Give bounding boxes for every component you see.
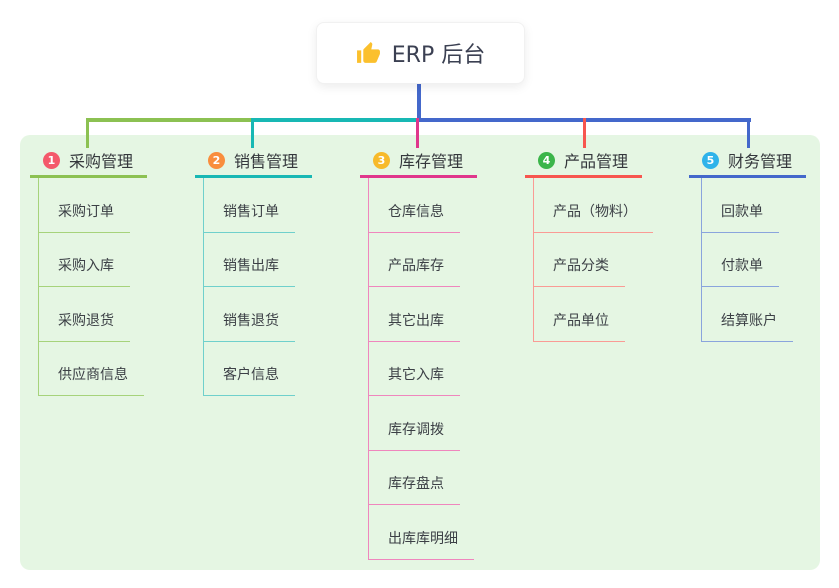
branch-badge-1: 1 (43, 151, 60, 169)
connector-drop-finance (747, 118, 750, 148)
connector-drop-inventory (416, 118, 419, 148)
branch-children-sales: 销售订单销售出库销售退货客户信息 (203, 178, 295, 396)
branch-children-product: 产品（物料）产品分类产品单位 (533, 178, 653, 342)
branch-header-inventory[interactable]: 3 库存管理 (360, 145, 477, 178)
root-node[interactable]: ERP 后台 (316, 22, 525, 84)
child-node[interactable]: 库存调拨 (368, 396, 460, 451)
child-node[interactable]: 结算账户 (701, 287, 793, 342)
child-node[interactable]: 产品单位 (533, 287, 625, 342)
child-node[interactable]: 其它出库 (368, 287, 460, 342)
connector-drop-product (583, 118, 586, 148)
child-node[interactable]: 回款单 (701, 178, 779, 233)
branch-header-sales[interactable]: 2 销售管理 (195, 145, 312, 178)
child-node[interactable]: 销售订单 (203, 178, 295, 233)
branch-title-product: 产品管理 (564, 152, 629, 171)
child-node[interactable]: 采购入库 (38, 232, 130, 287)
branch-title-sales: 销售管理 (234, 152, 299, 171)
child-node[interactable]: 销售出库 (203, 232, 295, 287)
branch-children-inventory: 仓库信息产品库存其它出库其它入库库存调拨库存盘点出库库明细 (368, 178, 474, 560)
child-node[interactable]: 供应商信息 (38, 341, 144, 396)
branch-header-product[interactable]: 4 产品管理 (525, 145, 642, 178)
branch-header-purchase[interactable]: 1 采购管理 (30, 145, 147, 178)
branch-badge-5: 5 (702, 151, 719, 169)
branch-title-inventory: 库存管理 (399, 152, 464, 171)
connector-horizontal-green (86, 118, 254, 122)
branch-children-purchase: 采购订单采购入库采购退货供应商信息 (38, 178, 144, 396)
child-node[interactable]: 产品库存 (368, 232, 460, 287)
connector-drop-purchase (86, 118, 89, 148)
child-node[interactable]: 库存盘点 (368, 450, 460, 505)
child-node[interactable]: 产品（物料） (533, 178, 653, 233)
child-node[interactable]: 采购订单 (38, 178, 130, 233)
branch-badge-4: 4 (538, 151, 555, 169)
child-node[interactable]: 其它入库 (368, 341, 460, 396)
child-node[interactable]: 出库库明细 (368, 505, 474, 560)
connector-drop-sales (251, 118, 254, 148)
child-node[interactable]: 采购退货 (38, 287, 130, 342)
thumbs-up-icon (356, 41, 381, 66)
child-node[interactable]: 销售退货 (203, 287, 295, 342)
root-title: ERP 后台 (391, 43, 486, 68)
branch-badge-3: 3 (373, 151, 390, 169)
child-node[interactable]: 产品分类 (533, 232, 625, 287)
connector-horizontal-teal (253, 118, 418, 122)
child-node[interactable]: 付款单 (701, 232, 779, 287)
branch-title-finance: 财务管理 (728, 152, 793, 171)
branch-children-finance: 回款单付款单结算账户 (701, 178, 793, 342)
child-node[interactable]: 客户信息 (203, 341, 295, 396)
child-node[interactable]: 仓库信息 (368, 178, 460, 233)
connector-root-line (417, 82, 421, 120)
branch-header-finance[interactable]: 5 财务管理 (689, 145, 806, 178)
branches-panel (20, 135, 820, 570)
branch-title-purchase: 采购管理 (69, 152, 134, 171)
branch-badge-2: 2 (208, 151, 225, 169)
